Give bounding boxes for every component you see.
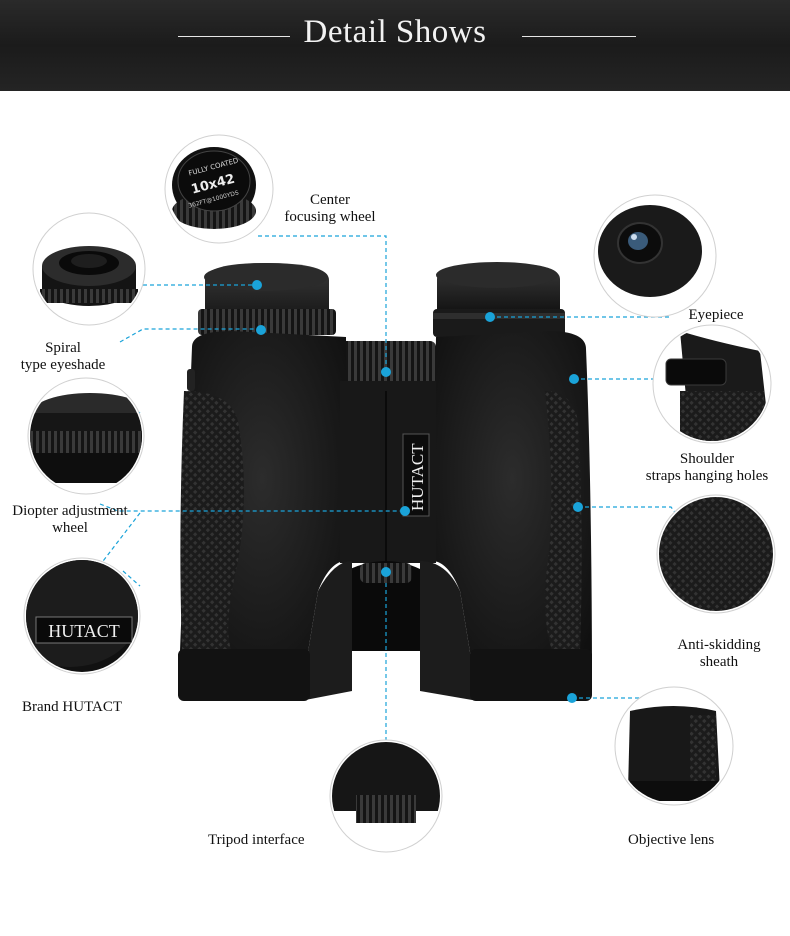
- label-diopter: Diopter adjustment wheel: [0, 503, 140, 537]
- label-eyeshade-line2: type eyeshade: [20, 357, 106, 373]
- label-objective-line1: Objective lens: [628, 832, 715, 848]
- header-banner: Detail Shows: [0, 0, 790, 91]
- inset-tripod: [329, 739, 443, 853]
- label-eyeshade-line1: Spiral: [45, 340, 81, 356]
- label-sheath-line2: sheath: [699, 654, 739, 670]
- label-tripod: Tripod interface: [208, 832, 305, 849]
- label-sheath-line1: Anti-skidding: [677, 637, 761, 653]
- inset-eyepiece: [593, 194, 717, 318]
- inset-strap-hole: [652, 324, 772, 444]
- label-eyepiece-line1: Eyepiece: [688, 307, 744, 323]
- callout-dots: [252, 280, 583, 703]
- label-diopter-line1: Diopter adjustment: [12, 503, 128, 519]
- header-left-rule: [178, 36, 290, 37]
- inset-brand-text: HUTACT: [48, 621, 120, 641]
- label-strap-line2: straps hanging holes: [645, 468, 769, 484]
- label-center-wheel-line2: focusing wheel: [284, 209, 376, 225]
- inset-brand: HUTACT: [23, 557, 141, 675]
- dot-diopter: [400, 506, 410, 516]
- label-center-wheel-line1: Center: [310, 192, 350, 208]
- dot-eyeshade: [256, 325, 266, 335]
- label-strap-holes: Shoulder straps hanging holes: [632, 451, 782, 485]
- label-center-wheel: Center focusing wheel: [275, 192, 385, 226]
- inset-objective: [614, 686, 734, 806]
- dot-sheath: [573, 502, 583, 512]
- dot-tripod: [381, 567, 391, 577]
- dot-eyeshade-top: [252, 280, 262, 290]
- dot-eyepiece: [485, 312, 495, 322]
- label-eyeshade: Spiral type eyeshade: [8, 340, 118, 374]
- detail-stage: HUTACT FULLY COATE: [0, 91, 790, 936]
- brand-plate: HUTACT: [402, 433, 430, 517]
- label-diopter-line2: wheel: [52, 520, 88, 536]
- page-title: Detail Shows: [303, 14, 487, 50]
- binocular-body: [178, 262, 592, 701]
- dot-strap-hole: [569, 374, 579, 384]
- inset-eyeshade: [32, 212, 146, 326]
- brand-text: HUTACT: [408, 443, 427, 511]
- inset-diopter: [27, 377, 145, 495]
- dot-center-wheel: [381, 367, 391, 377]
- label-tripod-line1: Tripod interface: [208, 832, 305, 848]
- label-brand: Brand HUTACT: [22, 699, 122, 716]
- callout-lines: [99, 235, 681, 742]
- label-strap-line1: Shoulder: [679, 451, 735, 467]
- label-brand-line1: Brand HUTACT: [22, 699, 123, 715]
- dot-objective: [567, 693, 577, 703]
- inset-center-wheel: FULLY COATED 10x42 362FT@1000YDS: [164, 134, 274, 244]
- inset-sheath: [656, 494, 776, 614]
- label-sheath: Anti-skidding sheath: [664, 637, 774, 671]
- label-objective: Objective lens: [628, 832, 714, 849]
- header-right-rule: [522, 36, 636, 37]
- label-eyepiece: Eyepiece: [676, 307, 756, 324]
- binocular-illustration: HUTACT FULLY COATE: [23, 134, 776, 853]
